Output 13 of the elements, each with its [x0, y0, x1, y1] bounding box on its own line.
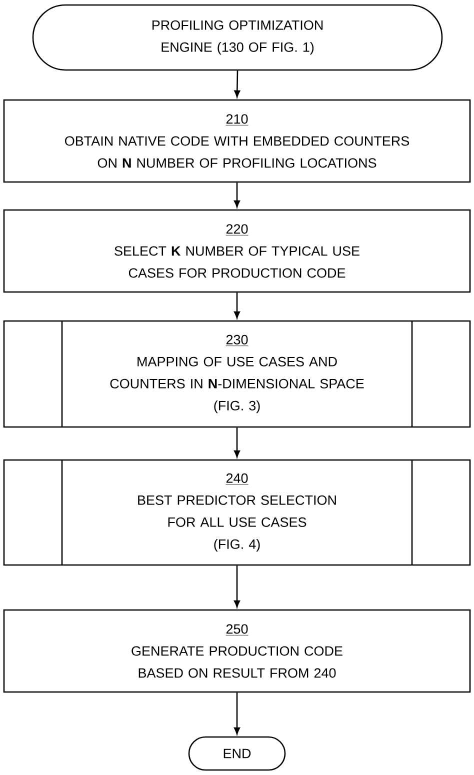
process-box: 220 SELECT K NUMBER OF TYPICAL USE CASES FOR PRODUCTION CODE — [3, 209, 471, 293]
arrow — [234, 70, 240, 98]
arrow — [234, 692, 240, 734]
subprocess-box: 230 MAPPING OF USE CASES AND COUNTERS IN N-DIMENSIONAL SPACE (FIG. 3) — [3, 320, 471, 428]
arrow — [234, 566, 240, 608]
arrow — [234, 182, 240, 208]
start-terminator: PROFILING OPTIMIZATION ENGINE (130 OF FIG. 1) — [32, 4, 443, 71]
process-box: 210 OBTAIN NATIVE CODE WITH EMBEDDED COUNTERS ON N NUMBER OF PROFILING LOCATIONS — [3, 99, 471, 183]
end-terminator: END — [188, 736, 286, 771]
subprocess-box: 240 BEST PREDICTOR SELECTION FOR ALL USE CASES (FIG. 4) — [3, 459, 471, 566]
arrow — [234, 292, 240, 318]
process-box: 250 GENERATE PRODUCTION CODE BASED ON RESULT FROM 240 — [3, 609, 471, 693]
arrow — [234, 428, 240, 458]
